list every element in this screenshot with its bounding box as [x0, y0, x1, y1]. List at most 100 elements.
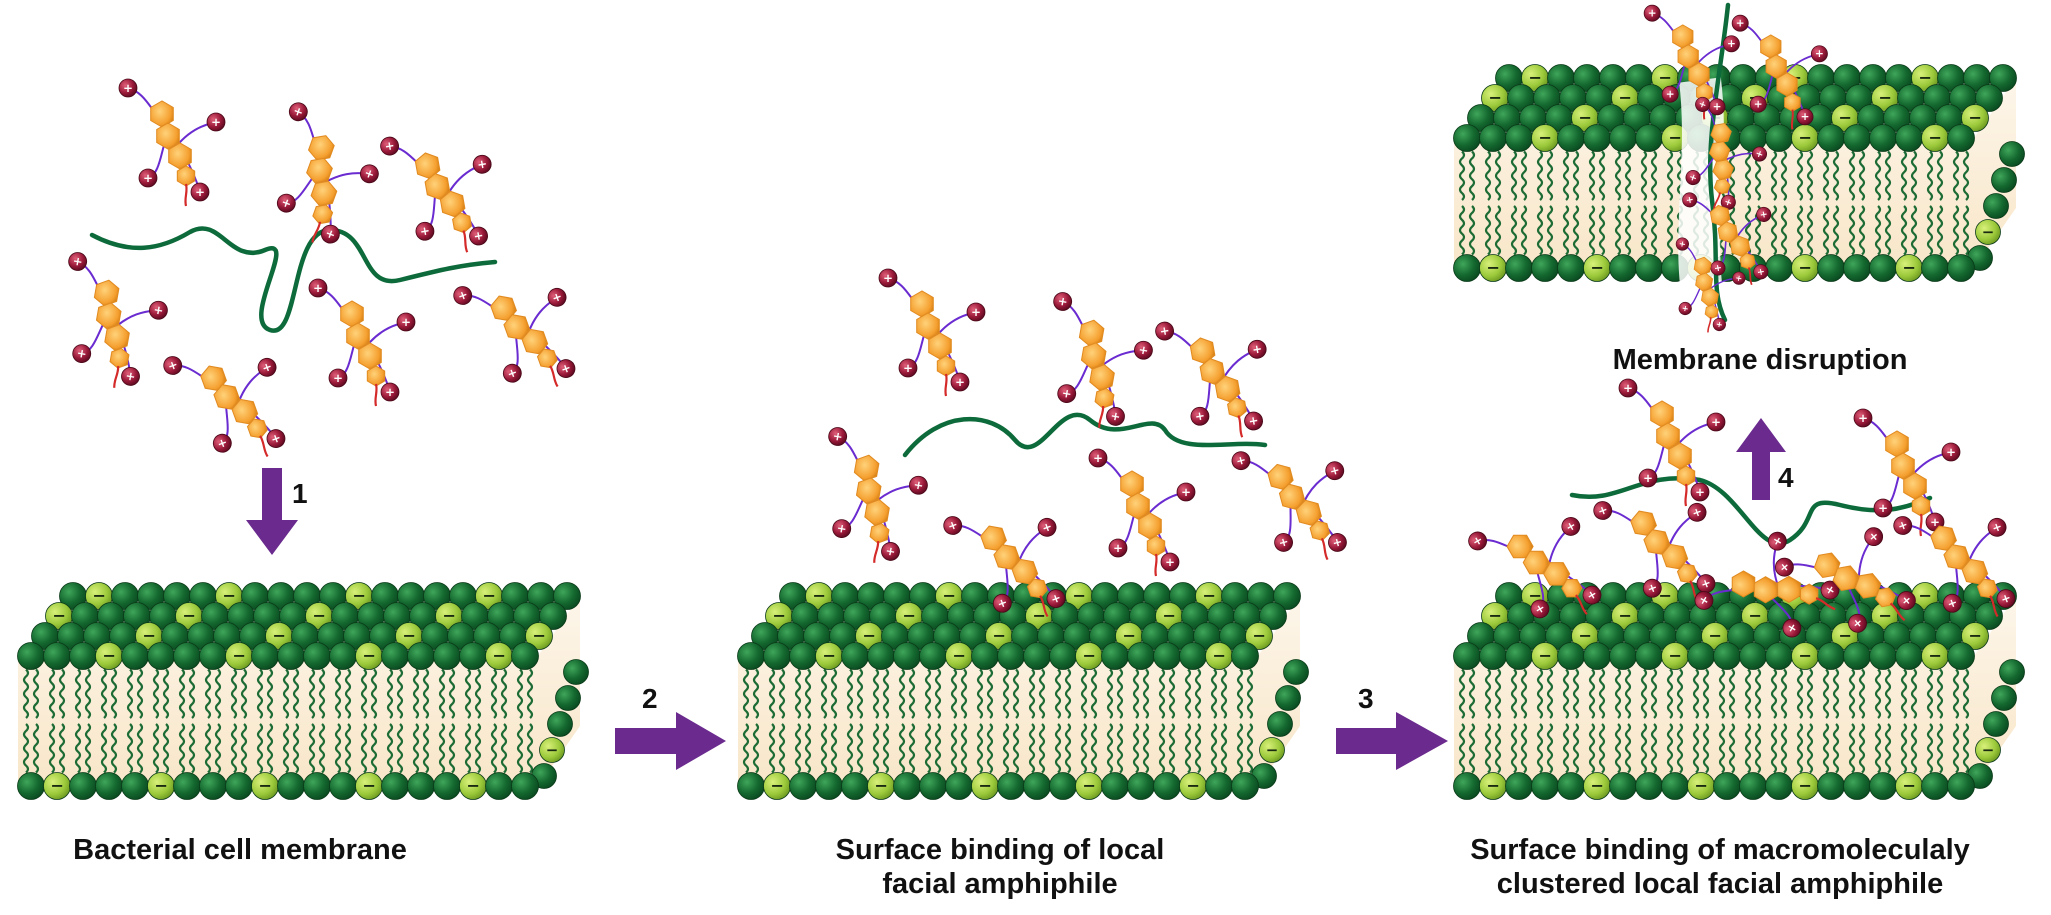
- anion-sign: −: [1658, 68, 1672, 87]
- cation-group: [1160, 552, 1180, 572]
- facial-amphiphile: ++++: [1088, 448, 1196, 577]
- steroid-ring: [1891, 452, 1915, 480]
- membrane-core: [1454, 596, 2016, 786]
- anion-sign: −: [1618, 88, 1632, 107]
- lipid-tail: [1962, 723, 1970, 774]
- headgroup: [841, 642, 869, 670]
- steroid-ring: [213, 384, 241, 410]
- lipid-tail: [1494, 668, 1502, 719]
- lipid-tail: [282, 723, 290, 774]
- lipid-tail: [1952, 150, 1960, 201]
- steroid-ring: [346, 322, 370, 350]
- anion-sign: −: [1032, 606, 1046, 625]
- anion-sign: −: [142, 626, 156, 645]
- lipid-tail: [1936, 723, 1944, 774]
- cation-group: [502, 363, 522, 383]
- lipid-tail: [1676, 723, 1684, 774]
- headgroup: [1895, 124, 1923, 152]
- lipid-tail: [1038, 668, 1046, 719]
- headgroup: [1635, 642, 1663, 670]
- caption-surface-binding-clustered: Surface binding of macromoleculaly clust…: [1410, 833, 2030, 901]
- lipid-tail: [1952, 723, 1960, 774]
- anion-sign: −: [770, 776, 784, 795]
- headgroup: [121, 642, 149, 670]
- lipid-tail: [1116, 723, 1124, 774]
- cation-group: [1155, 321, 1175, 341]
- anion-sign: −: [1072, 586, 1086, 605]
- headgroup: [1023, 642, 1051, 670]
- lipid-tail: [516, 668, 524, 719]
- headgroup: [1713, 772, 1741, 800]
- cation-group: [118, 78, 138, 98]
- facial-amphiphile: ++++: [1468, 517, 1602, 619]
- polymer-layer: ++++++++++++++++++++++++++++++++++++++++…: [68, 2, 2016, 638]
- cation-group: [1775, 557, 1794, 577]
- cation-sign: +: [1623, 381, 1633, 395]
- caption-surface-binding-local: Surface binding of local facial amphiphi…: [760, 833, 1240, 901]
- lipid-tail: [1926, 150, 1934, 201]
- step-label-3: 3: [1358, 683, 1374, 714]
- lipid-tail: [898, 723, 906, 774]
- facial-amphiphile: ++++: [1155, 321, 1267, 438]
- headgroup: [511, 772, 539, 800]
- headgroup: [1609, 772, 1637, 800]
- lipid-tail: [1666, 150, 1674, 201]
- lipid-tail: [282, 668, 290, 719]
- steroid-ring: [156, 122, 180, 150]
- anion-sign: −: [402, 626, 416, 645]
- step-label-1: 1: [292, 478, 308, 509]
- cation-sign: +: [1896, 517, 1910, 534]
- cation-group: [1678, 301, 1692, 316]
- lipid-tail: [976, 723, 984, 774]
- cation-sign: +: [505, 365, 519, 382]
- cation-sign: +: [385, 385, 395, 399]
- anion-sign: −: [1590, 776, 1604, 795]
- lipid-tail: [1484, 205, 1492, 256]
- lipid-tail: [1952, 205, 1960, 256]
- lipid-tail: [1848, 150, 1856, 201]
- lipid-tail: [1562, 723, 1570, 774]
- cation-sign: +: [1697, 98, 1708, 111]
- lipid-tail: [448, 723, 456, 774]
- lipid-tail: [1598, 150, 1606, 201]
- facial-amphiphile: ++++: [1593, 501, 1716, 603]
- cation-group: [1848, 613, 1867, 633]
- lipid-tail: [960, 668, 968, 719]
- cation-sign: +: [215, 435, 229, 452]
- lipid-tail: [386, 723, 394, 774]
- anion-sign: −: [1918, 68, 1932, 87]
- lipid-tail: [1832, 150, 1840, 201]
- lipid-tail: [1210, 723, 1218, 774]
- cation-sign: +: [1715, 319, 1723, 330]
- cation-group: [1675, 237, 1689, 251]
- cation-sign: +: [559, 360, 573, 377]
- headgroup: [17, 642, 45, 670]
- lipid-tail: [1562, 668, 1570, 719]
- cation-group: [1706, 412, 1726, 432]
- headgroup: [1817, 254, 1845, 282]
- polymer-backbone: [89, 226, 498, 333]
- facial-amphiphile: ++++: [1618, 378, 1726, 507]
- cation-sign: +: [1713, 262, 1723, 274]
- lipid-tail: [308, 668, 316, 719]
- facial-amphiphile: ++++: [453, 286, 576, 388]
- lipid-tail: [752, 723, 760, 774]
- lipid-tail: [1884, 205, 1892, 256]
- cation-sign: +: [1049, 590, 1063, 607]
- cation-sign: +: [1878, 501, 1888, 515]
- facial-amphiphile: ++++: [1682, 192, 1772, 286]
- lipid-tail: [1884, 668, 1892, 719]
- cation-sign: +: [1137, 342, 1149, 357]
- headgroup: [459, 642, 487, 670]
- steroid-ring: [1832, 565, 1860, 592]
- cation-group: [1690, 482, 1710, 502]
- lipid-tail: [1546, 668, 1554, 719]
- cation-group: [1618, 378, 1638, 398]
- cation-group: [909, 475, 928, 495]
- cation-sign: +: [1645, 580, 1659, 597]
- lipid-tail: [1520, 668, 1528, 719]
- headgroup: [1739, 642, 1767, 670]
- cation-group: [380, 136, 400, 156]
- lipid-tail: [1510, 723, 1518, 774]
